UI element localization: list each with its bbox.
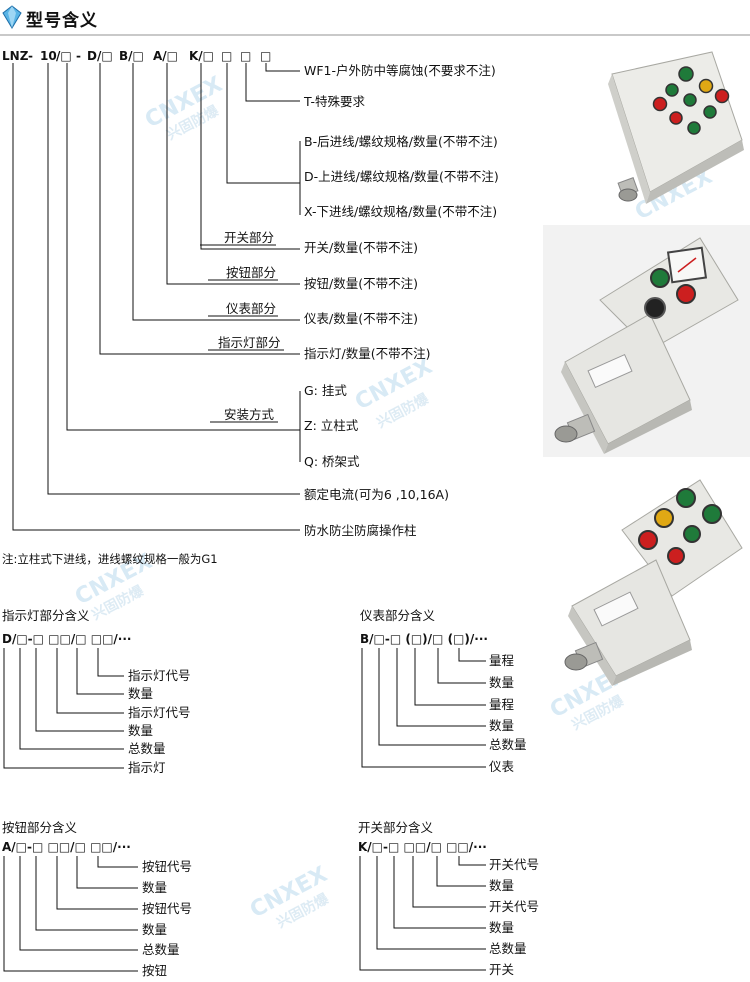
sub-label: 数量 [489, 920, 514, 935]
sub-label: 指示灯代号 [128, 668, 191, 683]
section-code: K/□-□ □□/□ □□/··· [358, 840, 487, 854]
label-product: 防水防尘防腐操作柱 [304, 523, 417, 538]
button-red-icon [669, 111, 683, 125]
lamp-red-icon [638, 530, 658, 550]
sub-label: 总数量 [128, 741, 166, 756]
section-title: 仪表部分含义 [360, 608, 436, 623]
section-switch: 开关部分含义 K/□-□ □□/□ □□/··· 开关代号 数量 开关代号 数量… [358, 820, 539, 977]
code-part-dash: - [76, 49, 81, 63]
leader-lines [12, 63, 301, 531]
button-green-icon [665, 83, 679, 97]
model-labels: WF1-户外防中等腐蚀(不要求不注) T-特殊要求 B-后进线/螺纹规格/数量(… [2, 63, 499, 566]
button-green-icon [703, 105, 717, 119]
lamp-yellow-icon [698, 78, 714, 94]
sub-label: 按钮 [142, 963, 167, 978]
product-image-1 [608, 51, 744, 204]
section-button: 按钮部分含义 A/□-□ □□/□ □□/··· 按钮代号 数量 按钮代号 数量… [2, 820, 192, 978]
model-code: LNZ - 10 /□ - D/□ B/□ A/□ K/□ □ □ □ [2, 49, 271, 63]
lamp-yellow-icon [654, 508, 674, 528]
label-button-part: 按钮部分 [226, 265, 276, 280]
sub-label: 指示灯 [128, 760, 166, 775]
label-lamp-qty: 指示灯/数量(不带不注) [304, 346, 430, 361]
button-green-icon [687, 121, 701, 135]
diamond-icon [2, 5, 22, 29]
sub-label: 按钮代号 [142, 901, 192, 916]
code-part-special: □ [240, 49, 251, 63]
code-part-current: 10 [40, 49, 57, 63]
note-text: 注:立柱式下进线，进线螺纹规格一般为G1 [2, 552, 218, 566]
section-code: B/□-□ (□)/□ (□)/··· [360, 632, 488, 646]
product-image-3 [564, 479, 743, 686]
label-rear-inlet: B-后进线/螺纹规格/数量(不带不注) [304, 134, 498, 149]
section-title: 开关部分含义 [358, 820, 434, 835]
sub-label: 总数量 [489, 941, 527, 956]
label-switch-qty: 开关/数量(不带不注) [304, 240, 418, 255]
sub-label: 开关代号 [489, 899, 539, 914]
code-part-dash: - [28, 49, 33, 63]
button-red-icon [676, 284, 696, 304]
button-green-icon [683, 525, 701, 543]
label-special: T-特殊要求 [303, 94, 365, 109]
code-part-button: A/□ [153, 49, 178, 63]
label-meter-qty: 仪表/数量(不带不注) [304, 311, 418, 326]
code-part-lnz: LNZ [2, 49, 29, 63]
sub-label: 数量 [142, 922, 167, 937]
sub-label: 数量 [128, 723, 153, 738]
sub-label: 数量 [128, 686, 153, 701]
code-part-outdoor: □ [260, 49, 271, 63]
button-green-icon [650, 268, 670, 288]
code-part-inlet: □ [221, 49, 232, 63]
label-current: 额定电流(可为6 ,10,16A) [304, 487, 449, 502]
section-code: D/□-□ □□/□ □□/··· [2, 632, 132, 646]
lamp-green-icon [676, 488, 696, 508]
lamp-green-icon [678, 66, 694, 82]
nameplate-icon [593, 591, 639, 627]
sub-label: 仪表 [489, 759, 515, 774]
code-part-lamp: D/□ [87, 49, 113, 63]
sub-label: 按钮代号 [142, 859, 192, 874]
code-part-meter: B/□ [119, 49, 144, 63]
label-lamp-part: 指示灯部分 [218, 335, 281, 350]
code-part-install: /□ [56, 49, 72, 63]
sub-label: 数量 [489, 718, 514, 733]
section-title: 按钮部分含义 [2, 820, 78, 835]
product-image-2 [543, 225, 750, 457]
button-red-icon [667, 547, 685, 565]
code-part-switch: K/□ [189, 49, 214, 63]
label-install-g: G: 挂式 [304, 383, 347, 398]
lamp-red-icon [714, 88, 730, 104]
lamp-green-icon [702, 504, 722, 524]
sub-label: 开关代号 [489, 857, 539, 872]
label-switch-part: 开关部分 [224, 230, 274, 245]
label-top-inlet: D-上进线/螺纹规格/数量(不带不注) [304, 169, 499, 184]
section-lamp: 指示灯部分含义 D/□-□ □□/□ □□/··· 指示灯代号 数量 指示灯代号… [2, 608, 191, 775]
sub-label: 量程 [489, 653, 515, 668]
section-code: A/□-□ □□/□ □□/··· [2, 840, 131, 854]
selector-switch-icon [644, 297, 666, 319]
label-install-q: Q: 桥架式 [304, 454, 360, 469]
sub-label: 开关 [489, 962, 514, 977]
section-title: 指示灯部分含义 [2, 608, 90, 623]
section-header: 型号含义 [0, 0, 750, 36]
label-wf1: WF1-户外防中等腐蚀(不要求不注) [304, 63, 496, 78]
section-meter: 仪表部分含义 B/□-□ (□)/□ (□)/··· 量程 数量 量程 数量 总… [360, 608, 527, 774]
label-install-z: Z: 立柱式 [304, 418, 359, 433]
nameplate-icon [587, 353, 633, 389]
button-red-icon [652, 96, 668, 112]
sub-label: 指示灯代号 [128, 705, 191, 720]
sub-label: 总数量 [489, 737, 527, 752]
sub-label: 数量 [489, 878, 514, 893]
sub-label: 数量 [489, 675, 514, 690]
label-bottom-inlet: X-下进线/螺纹规格/数量(不带不注) [304, 204, 497, 219]
sub-label: 总数量 [142, 942, 180, 957]
page-title: 型号含义 [26, 11, 98, 31]
sub-label: 量程 [489, 697, 515, 712]
label-button-qty: 按钮/数量(不带不注) [304, 276, 418, 291]
label-install: 安装方式 [224, 407, 275, 422]
sub-label: 数量 [142, 880, 167, 895]
button-green-icon [683, 93, 697, 107]
label-meter-part: 仪表部分 [226, 301, 276, 316]
